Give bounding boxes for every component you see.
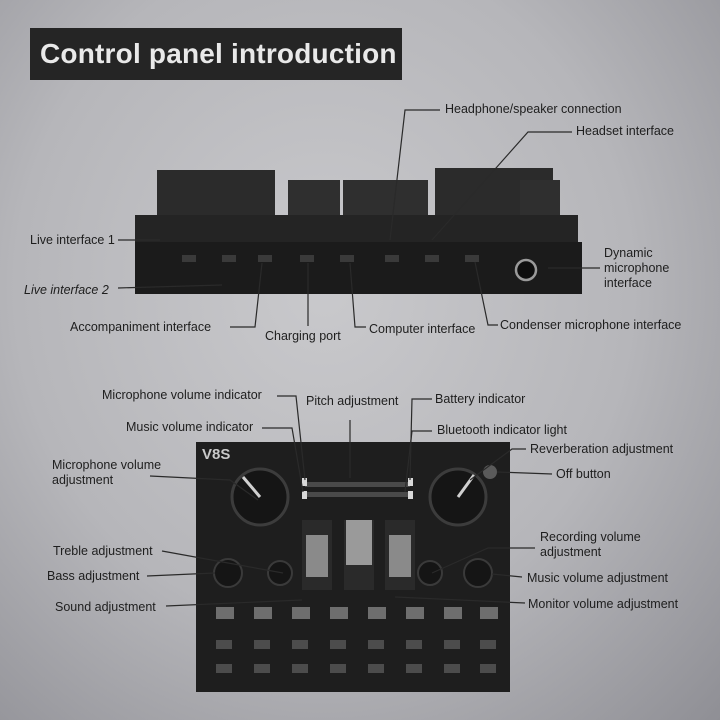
label-mic-volume-adjustment: Microphone volume adjustment (52, 458, 162, 487)
page-title: Control panel introduction (30, 28, 402, 80)
label-bass: Bass adjustment (47, 569, 140, 583)
label-condenser-mic: Condenser microphone interface (500, 318, 682, 332)
label-music-volume-adjustment: Music volume adjustment (527, 571, 669, 585)
label-reverberation: Reverberation adjustment (530, 442, 674, 456)
label-bluetooth-indicator: Bluetooth indicator light (437, 423, 567, 437)
label-live-interface-2: Live interface 2 (24, 283, 109, 297)
label-off-button: Off button (556, 467, 611, 481)
label-mic-volume-indicator: Microphone volume indicator (102, 388, 262, 402)
label-accompaniment: Accompaniment interface (70, 320, 212, 334)
bottom-device (196, 442, 510, 692)
label-live-interface-1: Live interface 1 (30, 233, 115, 247)
label-dynamic-mic: Dynamic microphone interface (604, 246, 670, 290)
top-device (135, 168, 582, 294)
label-pitch-adjustment: Pitch adjustment (306, 394, 399, 408)
label-music-volume-indicator: Music volume indicator (126, 420, 254, 434)
label-headset-interface: Headset interface (576, 124, 674, 138)
model-label: V8S (202, 446, 231, 463)
label-headphone-speaker: Headphone/speaker connection (445, 102, 622, 116)
label-monitor-volume: Monitor volume adjustment (528, 597, 679, 611)
label-recording-volume: Recording volume adjustment (540, 530, 641, 559)
label-charging-port: Charging port (265, 329, 341, 343)
label-battery-indicator: Battery indicator (435, 392, 526, 406)
label-treble: Treble adjustment (53, 544, 153, 558)
label-sound-adjustment: Sound adjustment (55, 600, 156, 614)
label-computer-interface: Computer interface (369, 322, 476, 336)
